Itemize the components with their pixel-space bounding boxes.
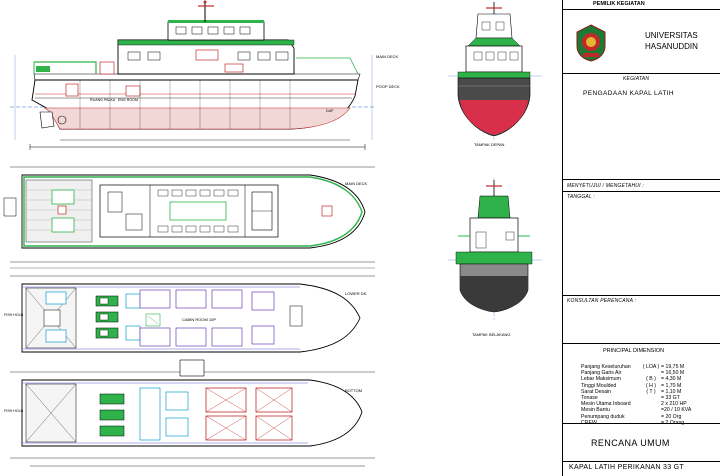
spec-name: Panjang Keseluruhan — [581, 364, 631, 370]
spec-name: Mesin Utama Inboard — [581, 401, 631, 408]
bottom-label: BOTTOM — [345, 388, 362, 393]
spec-value: = 20 Org — [661, 413, 682, 420]
spec-name: Lebar Maksimum — [581, 376, 621, 383]
spec-row: CREW = 2 Orang — [581, 420, 684, 427]
title-block: PEMILIK KEGIATAN UNIVERSITAS HASANUDDIN … — [562, 0, 720, 476]
front-view-label: TAMPAK DEPAN — [474, 142, 505, 147]
spec-row: Sarat Desain ( T ) = 1,10 M — [581, 389, 681, 396]
spec-value: = 19,75 M — [661, 364, 685, 370]
spec-row: Tonase = 33 GT — [581, 395, 680, 402]
side-elevation: RUANG PALKA ENG ROOM DAP MAIN DECK POOP … — [10, 0, 400, 150]
date-row: TANGGAL : — [563, 192, 720, 296]
spec-row: Lebar Maksimum ( B ) = 4,30 M — [581, 376, 681, 383]
owner-row: UNIVERSITAS HASANUDDIN — [563, 10, 720, 74]
spec-value: 2 x 210 HP — [661, 401, 687, 408]
bottom-plan: FISH HOLD BOTTOM — [4, 359, 375, 467]
dap-label: DAP — [326, 109, 334, 113]
main-deck-label: MAIN DECK — [376, 54, 399, 59]
spec-value: = 1,10 M — [661, 388, 682, 395]
spec-row: Mesin Bantu =20 / 10 KVA — [581, 407, 691, 414]
drawing-title-row: RENCANA UMUM — [563, 424, 720, 462]
spec-name: Panjang Garis Air — [581, 370, 622, 377]
activity-header: KEGIATAN — [623, 76, 650, 82]
bottom-fish-hold-label: FISH HOLD — [4, 409, 24, 413]
spec-value: = 2 Orang — [661, 419, 685, 426]
date-label: TANGGAL : — [567, 194, 596, 200]
spec-name: Sarat Desain — [581, 388, 611, 395]
spec-name: Mesin Bantu — [581, 407, 610, 414]
spec-symbol: ( T ) — [646, 388, 656, 395]
spec-name: Penumpang duduk — [581, 413, 625, 420]
engine-room-label: ENG ROOM — [118, 98, 138, 102]
cabin-label: CABIN ROOM 10P — [182, 317, 216, 322]
spec-row: Panjang Keseluruhan ( LOA )= 19,75 M — [581, 364, 684, 371]
spec-value: = 1,70 M — [661, 382, 682, 389]
university-logo-icon — [576, 24, 606, 62]
spec-symbol: ( LOA ) — [642, 364, 660, 370]
university-name-line2: HASANUDDIN — [645, 42, 698, 51]
fish-hold-label: FISH HOLD — [4, 313, 24, 317]
spec-value: = 33 GT — [661, 395, 680, 401]
university-name-line1: UNIVERSITAS — [645, 31, 698, 40]
dimension-row: PRINCIPAL DIMENSION Panjang Keseluruhan (… — [563, 344, 720, 427]
general-arrangement-drawing: RUANG PALKA ENG ROOM DAP MAIN DECK POOP … — [3, 0, 542, 467]
spec-value: = 4,30 M — [661, 376, 682, 383]
main-deck-plan-label: MAIN DECK — [345, 181, 368, 186]
spec-row: Penumpang duduk = 20 Org — [581, 414, 681, 421]
activity-text: PENGADAAN KAPAL LATIH — [583, 90, 674, 97]
main-deck-plan: MAIN DECK — [3, 166, 375, 269]
spec-row: Tinggi Moulded ( H ) = 1,70 M — [581, 383, 681, 390]
ship-name: KAPAL LATIH PERIKANAN 33 GT — [569, 464, 684, 471]
approval-row: MENYETUJUI / MENGETAHUI : — [563, 180, 720, 192]
spec-row: Panjang Garis Air = 16,50 M — [581, 370, 684, 377]
designer-header: KONSULTAN PERENCANA : — [567, 298, 637, 304]
owner-header: PEMILIK KEGIATAN — [593, 1, 645, 7]
spec-value: =20 / 10 KVA — [661, 407, 692, 414]
lower-deck-plan: FISH HOLD CABIN ROOM 10P LOWER DK — [4, 275, 375, 353]
spec-value: = 16,50 M — [661, 370, 685, 377]
spec-symbol: ( B ) — [646, 376, 656, 383]
drawing-title: RENCANA UMUM — [591, 438, 670, 448]
ship-name-row: KAPAL LATIH PERIKANAN 33 GT — [563, 462, 720, 476]
rear-view: TAMPAK BELAKANG — [448, 178, 542, 337]
spec-name: Tinggi Moulded — [581, 382, 617, 389]
designer-row: KONSULTAN PERENCANA : — [563, 296, 720, 344]
ruang-palka-label: RUANG PALKA — [90, 98, 116, 102]
approval-header: MENYETUJUI / MENGETAHUI : — [567, 183, 644, 189]
owner-header-row: PEMILIK KEGIATAN — [563, 0, 720, 10]
front-view: TAMPAK DEPAN — [448, 2, 542, 147]
spec-name: Tonase — [581, 395, 598, 401]
dimension-header: PRINCIPAL DIMENSION — [603, 348, 665, 354]
spec-name: CREW — [581, 419, 597, 426]
spec-row: Mesin Utama Inboard 2 x 210 HP — [581, 401, 687, 408]
spec-symbol: ( H ) — [645, 382, 657, 389]
poop-deck-label: POOP DECK — [376, 84, 400, 89]
activity-row: KEGIATAN PENGADAAN KAPAL LATIH — [563, 74, 720, 180]
lower-deck-label: LOWER DK — [345, 291, 367, 296]
rear-view-label: TAMPAK BELAKANG — [472, 332, 511, 337]
